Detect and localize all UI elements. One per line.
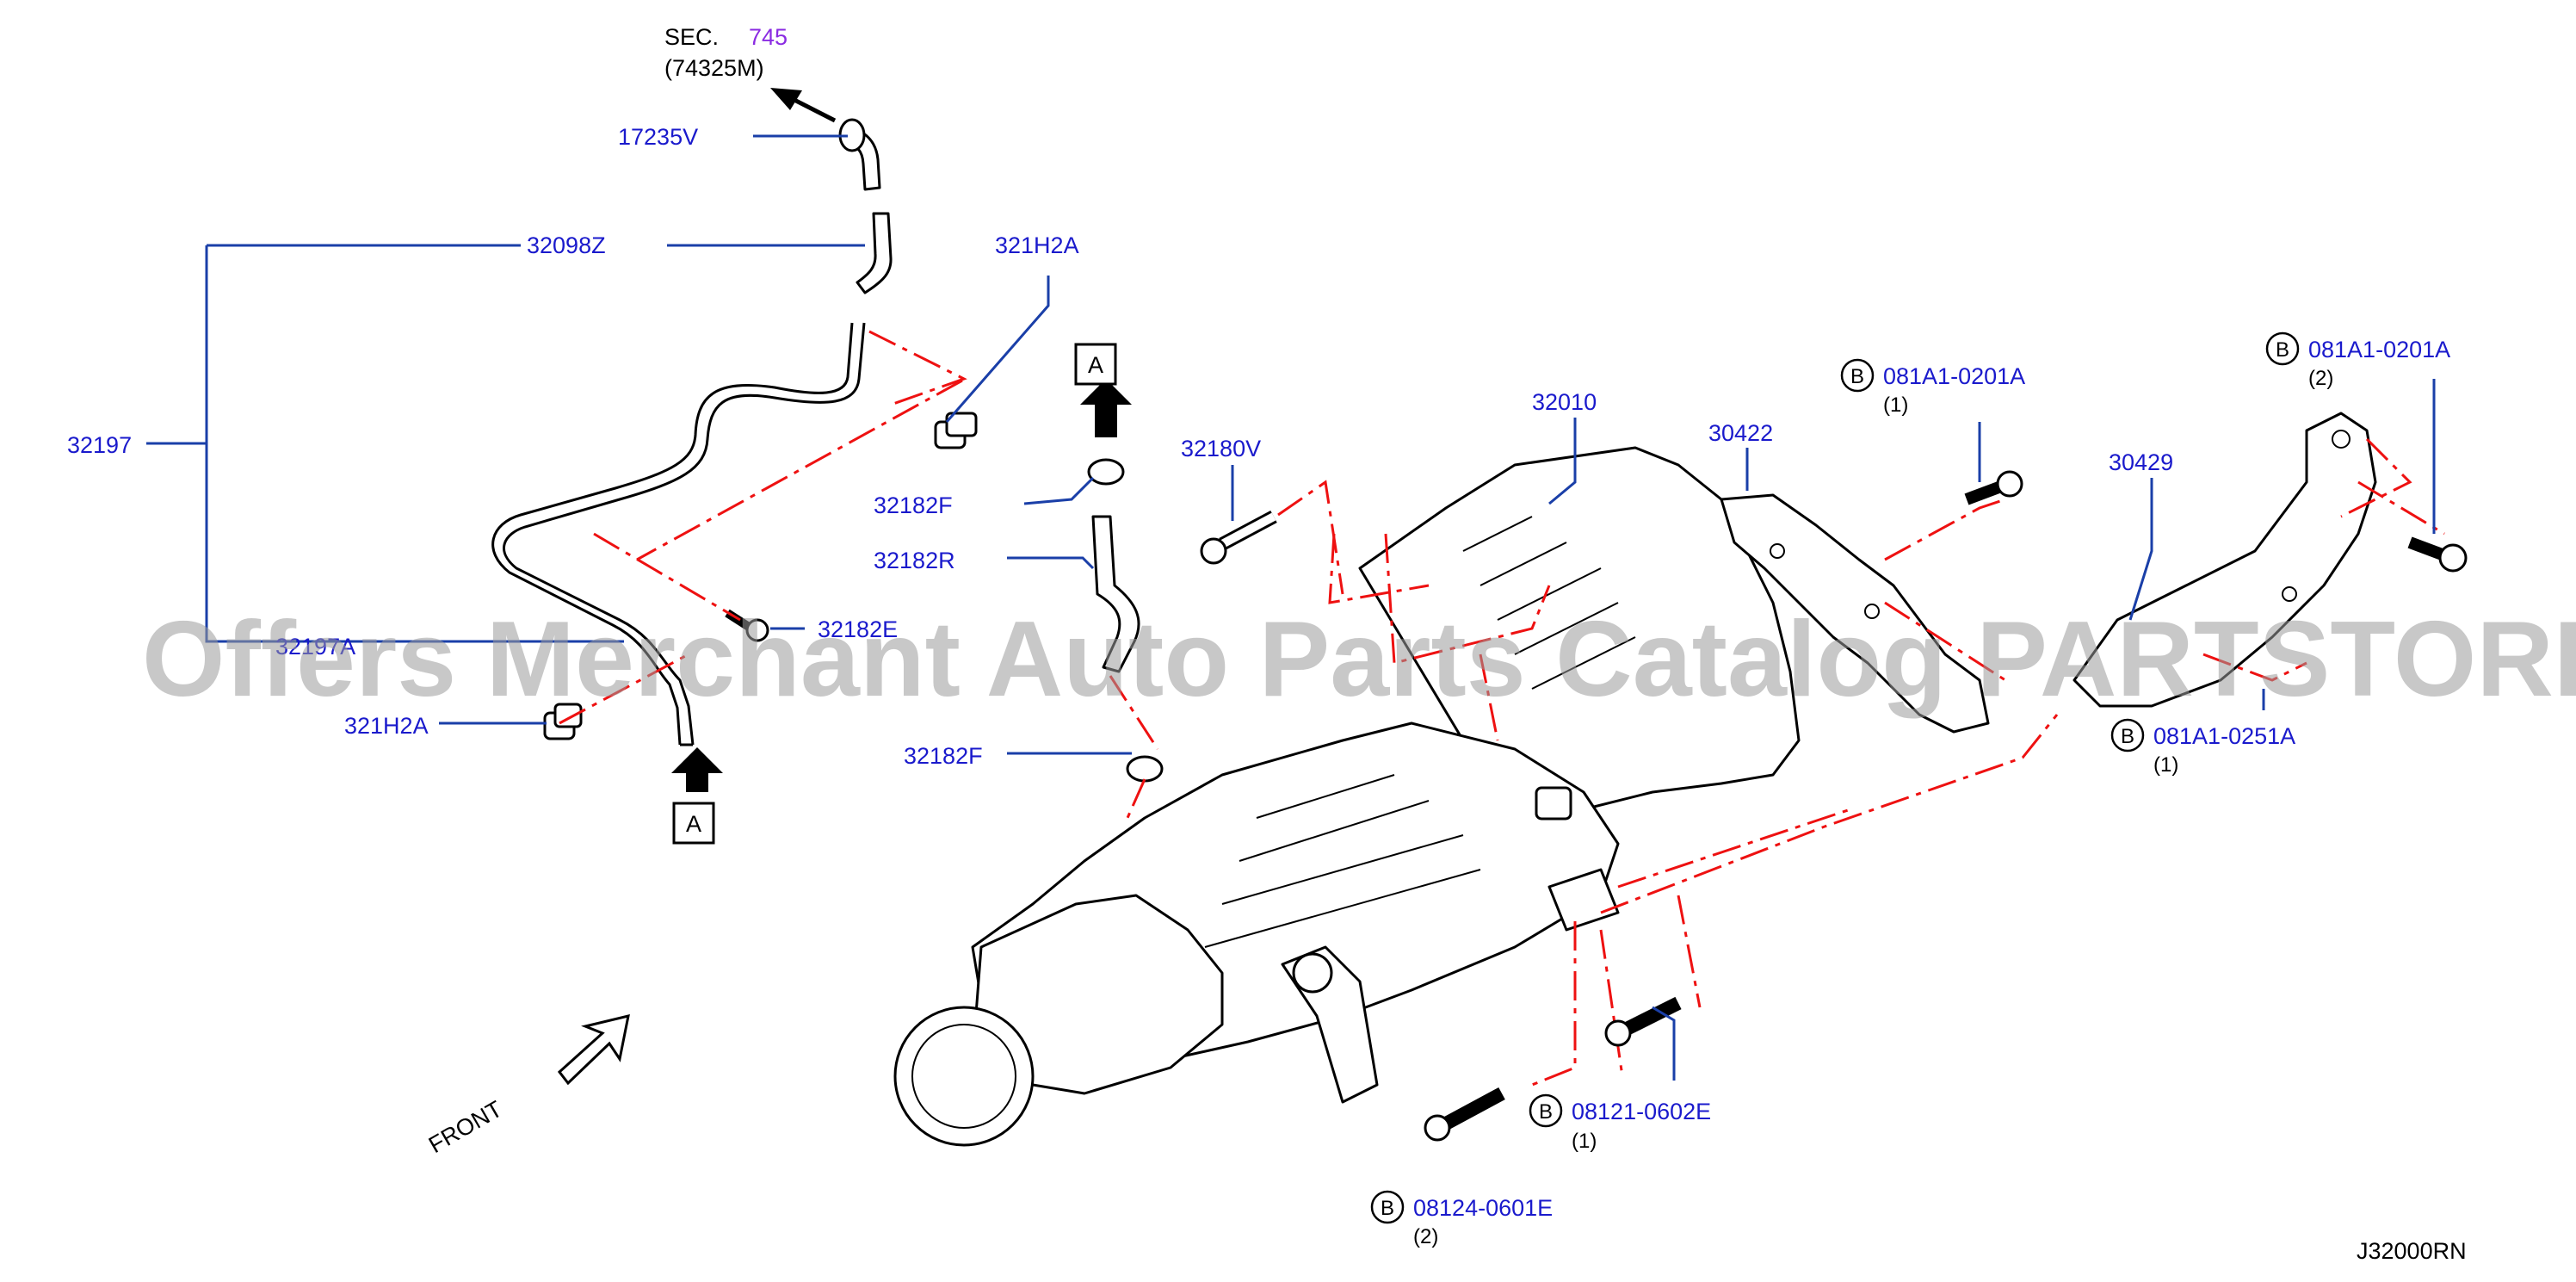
svg-text:B: B [1381,1197,1394,1220]
bolt-081A1-0201A-2 [2407,536,2468,573]
label-081A1-0201A-2[interactable]: 081A1-0201A [2308,337,2450,362]
label-081A1-0201A-1[interactable]: 081A1-0201A [1883,363,2025,389]
svg-text:(1): (1) [1883,393,1908,417]
label-32182F-top[interactable]: 32182F [874,492,953,518]
bolt-callout-b3: B 081A1-0251A (1) [2110,718,2295,777]
label-30422[interactable]: 30422 [1708,420,1773,446]
callout-a-top-letter: A [1088,352,1103,378]
label-08121-0602E[interactable]: 08121-0602E [1572,1099,1711,1124]
bolt-081A1-0201A-1 [1964,470,2023,505]
output-flange [893,1006,1035,1147]
bracket-30429 [2073,412,2445,708]
sec-number: 745 [749,24,788,50]
tube-32197 [503,322,866,746]
label-32182R[interactable]: 32182R [874,548,955,573]
label-30429[interactable]: 30429 [2109,449,2173,475]
bolt-callout-b2: B 081A1-0201A (2) [2265,331,2450,390]
label-32098Z[interactable]: 32098Z [527,232,606,258]
clamp-32182F-top [1087,458,1125,486]
label-17235V[interactable]: 17235V [618,124,698,150]
front-label: FRONT [424,1096,507,1158]
svg-text:(1): (1) [1572,1130,1597,1153]
bolt-callout-b4: B 08121-0602E (1) [1529,1093,1711,1153]
label-32197[interactable]: 32197 [67,432,132,458]
vent-hose-assembly [1087,458,1164,819]
sec-ref-arrow [770,88,837,123]
breather-tube-assembly [491,118,978,746]
label-321H2A-bottom[interactable]: 321H2A [344,713,429,739]
bolt-callout-b5: B 08124-0601E (2) [1370,1190,1553,1248]
svg-text:(1): (1) [2153,753,2178,777]
transmission-32010 [893,446,2059,1147]
label-321H2A-top[interactable]: 321H2A [995,232,1079,258]
label-08124-0601E[interactable]: 08124-0601E [1413,1195,1553,1221]
callout-a-top: A [1074,343,1132,437]
label-32010[interactable]: 32010 [1532,389,1597,415]
bolt-callout-b1: B 081A1-0201A (1) [1840,358,2025,417]
callout-a-bottom-letter: A [686,811,701,837]
hose-32182R [1091,515,1140,673]
sec-prefix: SEC. [664,24,719,50]
clamp-32182F-bottom [1126,755,1164,783]
sec-sub: (74325M) [664,55,764,81]
svg-text:B: B [1539,1100,1553,1124]
bolt-08121-0602E [1604,996,1682,1047]
bolt-32180V [1200,480,1344,595]
svg-text:(2): (2) [1413,1225,1438,1248]
front-arrow [557,1013,630,1086]
label-081A1-0251A[interactable]: 081A1-0251A [2153,723,2295,749]
svg-text:(2): (2) [2308,367,2333,390]
svg-text:B: B [1850,365,1864,388]
watermark: Offers Merchant Auto Parts Catalog PARTS… [142,600,2576,719]
svg-text:B: B [2121,725,2134,748]
callout-a-bottom: A [671,747,723,845]
label-32182F-bottom[interactable]: 32182F [904,743,983,769]
switch-connector [1535,786,1572,821]
diagram-code: J32000RN [2357,1238,2467,1264]
label-32182E[interactable]: 32182E [818,616,898,642]
hose-32098Z [856,212,893,294]
bracket-30422 [1720,493,2006,734]
svg-text:B: B [2276,338,2289,362]
labels: SEC. 745 (74325M) 17235V 32098Z 32197 32… [67,24,2467,1264]
leader-lines [146,134,2436,1081]
label-32197A[interactable]: 32197A [275,634,355,660]
bolt-08124-0601E [1424,1087,1505,1142]
label-32180V[interactable]: 32180V [1181,436,1261,461]
